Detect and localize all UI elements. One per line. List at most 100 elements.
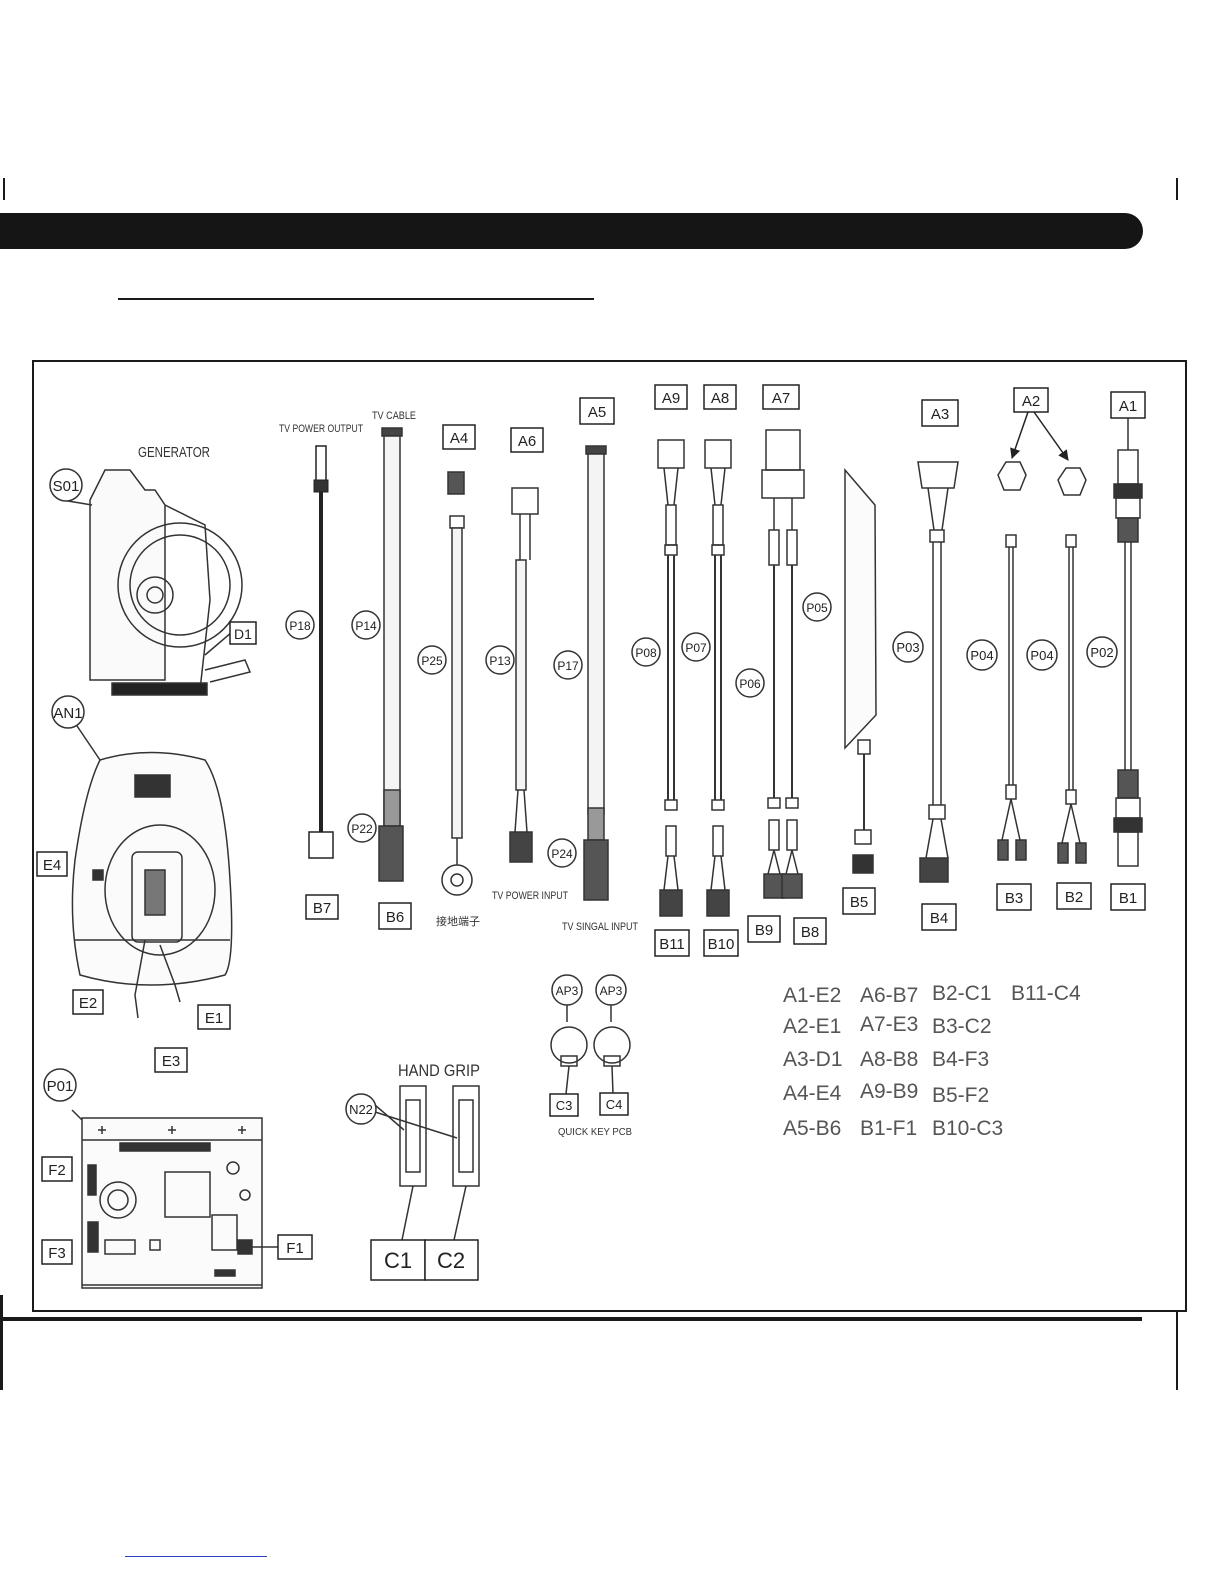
conn-r4-c2: B10-C3 — [932, 1117, 1003, 1140]
c3-label: C3 — [556, 1098, 573, 1113]
a2-pointer-right — [1033, 411, 1069, 461]
b3-box — [996, 883, 1032, 911]
cable-p17 — [583, 445, 609, 901]
p03-label: P03 — [896, 640, 919, 655]
cable-p02 — [1113, 418, 1143, 867]
cable-p18 — [308, 445, 334, 859]
f3-box — [41, 1239, 73, 1265]
b10-box — [703, 929, 739, 957]
cable-p04-right — [1057, 467, 1087, 864]
conn-r4-c1: B1-F1 — [860, 1117, 917, 1140]
a5-label: A5 — [588, 404, 606, 421]
p25-label: P25 — [421, 654, 443, 668]
p01-label: P01 — [47, 1078, 74, 1095]
a8-box — [703, 384, 737, 410]
conn-r1-c2: B3-C2 — [932, 1015, 992, 1038]
d1-label: D1 — [234, 626, 252, 642]
conn-r3-c2: B5-F2 — [932, 1084, 989, 1107]
c1-label: C1 — [384, 1248, 412, 1273]
f2-box — [41, 1156, 73, 1182]
cable-p14 — [378, 427, 404, 882]
b4-box — [921, 903, 957, 931]
s01-callout — [49, 468, 83, 502]
cable-p08 — [657, 439, 685, 917]
b11-label: B11 — [659, 936, 685, 953]
p03-callout — [892, 631, 924, 663]
n22-callout — [345, 1093, 377, 1125]
an1-label: AN1 — [53, 705, 82, 722]
hand-grip-label: HAND GRIP — [398, 1061, 480, 1080]
b6-label: B6 — [386, 909, 404, 926]
a9-box — [654, 384, 688, 410]
p08-label: P08 — [635, 646, 657, 660]
d1-box — [229, 621, 257, 645]
hand-grip-assembly — [374, 1085, 480, 1241]
p01-callout — [43, 1068, 77, 1102]
p04-right-label: P04 — [1030, 648, 1053, 663]
b8-label: B8 — [801, 924, 819, 941]
p22-label: P22 — [351, 822, 373, 836]
p17-label: P17 — [557, 659, 579, 673]
e3-label: E3 — [162, 1053, 180, 1070]
a4-box — [442, 424, 476, 450]
a3-box — [921, 399, 959, 427]
a8-label: A8 — [711, 390, 729, 407]
cable-p05 — [844, 467, 877, 874]
b10-label: B10 — [708, 936, 735, 953]
conn-r2-c0: A3-D1 — [783, 1048, 843, 1071]
p05-label: P05 — [806, 601, 828, 615]
conn-r0-c1: A6-B7 — [860, 984, 918, 1007]
cable-p04-left — [997, 461, 1027, 861]
cable-p07 — [704, 439, 732, 917]
e1-box — [197, 1004, 231, 1030]
p04-right-callout — [1026, 639, 1058, 671]
b5-label: B5 — [850, 894, 868, 911]
conn-r1-c0: A2-E1 — [783, 1015, 841, 1038]
a9-label: A9 — [662, 390, 680, 407]
an1-callout — [51, 695, 85, 729]
b2-box — [1056, 882, 1092, 910]
f1-box — [277, 1234, 313, 1260]
p05-callout — [802, 592, 832, 622]
p17-callout — [553, 650, 583, 680]
pcb-assembly — [71, 1109, 278, 1289]
conn-r2-c2: B4-F3 — [932, 1048, 989, 1071]
a2-pointer-left — [1010, 411, 1029, 459]
conn-r3-c1: A9-B9 — [860, 1080, 918, 1103]
e2-box — [72, 989, 104, 1015]
a4-label: A4 — [450, 430, 468, 447]
conn-r0-c0: A1-E2 — [783, 984, 841, 1007]
tv-cable-label: TV CABLE — [372, 410, 416, 422]
c2-label: C2 — [437, 1248, 465, 1273]
p06-callout — [735, 668, 765, 698]
e4-label: E4 — [43, 857, 61, 874]
b1-label: B1 — [1119, 890, 1137, 907]
b9-box — [747, 915, 781, 943]
a2-label: A2 — [1022, 393, 1040, 410]
a3-label: A3 — [931, 406, 949, 423]
console-assembly — [71, 719, 233, 1019]
b2-label: B2 — [1065, 889, 1083, 906]
p14-label: P14 — [355, 619, 377, 633]
c2-box — [424, 1239, 479, 1281]
e3-box — [154, 1047, 188, 1073]
p14-callout — [351, 610, 381, 640]
p24-callout — [547, 838, 577, 868]
c3-box — [549, 1093, 579, 1117]
title-underline — [118, 298, 594, 300]
a1-box — [1110, 391, 1146, 419]
b7-label: B7 — [313, 900, 331, 917]
b5-box — [842, 887, 876, 915]
c4-box — [599, 1092, 629, 1116]
a1-label: A1 — [1119, 398, 1137, 415]
tv-power-input-label: TV POWER INPUT — [492, 890, 568, 902]
tv-signal-input-label: TV SINGAL INPUT — [562, 921, 638, 933]
b1-box — [1110, 883, 1146, 911]
p07-callout — [681, 632, 711, 662]
ap3-right-label: AP3 — [600, 984, 623, 998]
crop-mark-right — [1176, 178, 1178, 200]
p13-label: P13 — [489, 654, 511, 668]
quick-key-pcb-label: QUICK KEY PCB — [558, 1127, 632, 1138]
f2-label: F2 — [48, 1162, 66, 1179]
